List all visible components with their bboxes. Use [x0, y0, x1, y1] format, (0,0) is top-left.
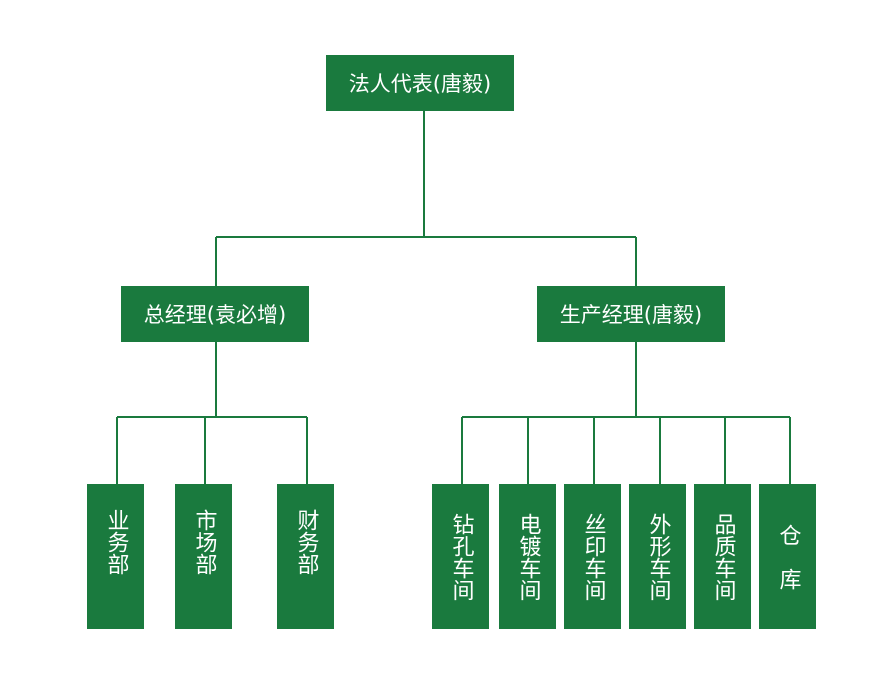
workshop-node: 钻孔车间 [432, 484, 489, 629]
general-manager-node: 总经理(袁必增) [121, 286, 309, 342]
department-label: 市场部 [191, 508, 217, 575]
workshop-node: 仓 库 [759, 484, 816, 629]
workshop-node: 品质车间 [694, 484, 751, 629]
department-label: 财务部 [293, 508, 319, 575]
workshop-label: 品质车间 [710, 512, 736, 601]
workshop-label: 外形车间 [645, 512, 671, 601]
workshop-node: 外形车间 [629, 484, 686, 629]
workshop-label: 仓 库 [775, 523, 801, 590]
root-node: 法人代表(唐毅) [326, 55, 514, 111]
workshop-label: 丝印车间 [580, 512, 606, 601]
workshop-node: 丝印车间 [564, 484, 621, 629]
general-manager-label: 总经理(袁必增) [143, 303, 287, 327]
root-node-label: 法人代表(唐毅) [348, 72, 492, 96]
department-node: 财务部 [277, 484, 334, 629]
department-node: 市场部 [175, 484, 232, 629]
department-node: 业务部 [87, 484, 144, 629]
workshop-node: 电镀车间 [499, 484, 556, 629]
production-manager-node: 生产经理(唐毅) [537, 286, 725, 342]
workshop-label: 电镀车间 [515, 512, 541, 601]
workshop-label: 钻孔车间 [448, 512, 474, 601]
production-manager-label: 生产经理(唐毅) [559, 303, 703, 327]
department-label: 业务部 [103, 508, 129, 575]
